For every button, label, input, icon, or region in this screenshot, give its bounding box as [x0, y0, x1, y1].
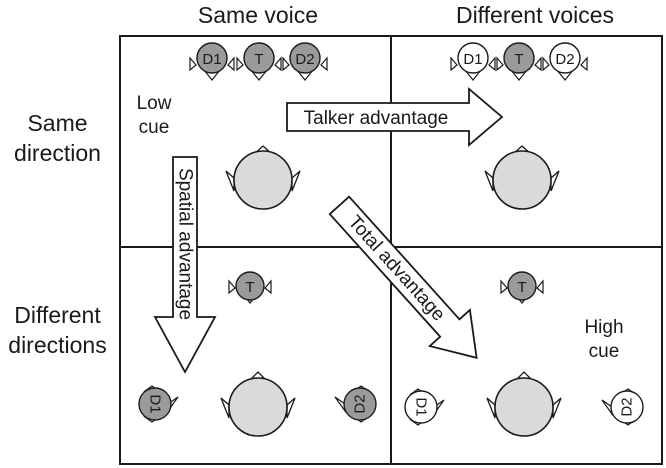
head-icon-bottom-left	[220, 371, 296, 437]
high-cue-note: High cue	[574, 316, 634, 364]
speaker-t-bottom-right: T	[500, 271, 544, 304]
speaker-t-label: T	[514, 51, 523, 68]
row-header-same-direction-line2: direction	[14, 140, 101, 166]
speaker-d2-label: D2	[555, 51, 574, 68]
low-cue-line2: cue	[138, 117, 170, 138]
spatial-advantage-label: Spatial advantage	[175, 168, 196, 320]
speaker-t-label: T	[517, 279, 526, 296]
head-icon-bottom-right	[486, 371, 562, 437]
speaker-t-top-right: T	[496, 42, 542, 81]
speaker-d1-label: D1	[147, 394, 164, 413]
speaker-t-bottom-left: T	[228, 271, 272, 304]
speaker-d1-label: D1	[202, 51, 221, 68]
row-header-different-directions: Different directions	[0, 300, 115, 360]
speaker-t-top-left: T	[236, 42, 282, 81]
speaker-d1-top-left: D1	[189, 42, 235, 81]
head-icon-top-right	[484, 145, 560, 210]
speaker-d1-label: D1	[413, 397, 430, 416]
row-header-same-direction-line1: Same	[27, 110, 88, 136]
column-header-same-voice: Same voice	[197, 2, 319, 28]
talker-advantage-label: Talker advantage	[304, 108, 449, 129]
total-advantage-arrow: Total advantage	[328, 195, 478, 359]
high-cue-line1: High	[584, 317, 624, 338]
speaker-d2-bottom-left: D2	[334, 385, 377, 423]
low-cue-line1: Low	[136, 93, 172, 114]
spatial-advantage-arrow: Spatial advantage	[153, 156, 217, 374]
speaker-t-label: T	[254, 51, 263, 68]
row-header-different-directions-line2: directions	[8, 332, 107, 358]
speaker-d2-label: D2	[619, 397, 636, 416]
speaker-d2-label: D2	[352, 394, 369, 413]
speaker-d1-top-right: D1	[450, 42, 496, 81]
head-icon-top-left	[225, 145, 301, 210]
speaker-d2-label: D2	[295, 51, 314, 68]
speaker-t-label: T	[245, 279, 254, 296]
column-header-different-voices: Different voices	[455, 2, 615, 28]
low-cue-note: Low cue	[124, 92, 184, 140]
speaker-d2-top-right: D2	[542, 42, 588, 81]
row-header-different-directions-line1: Different	[14, 302, 101, 328]
row-header-same-direction: Same direction	[0, 108, 115, 168]
speaker-d1-label: D1	[463, 51, 482, 68]
total-advantage-label: Total advantage	[344, 212, 449, 326]
speaker-d2-bottom-right: D2	[601, 388, 644, 426]
speaker-d1-bottom-left: D1	[138, 385, 179, 423]
speaker-d2-top-left: D2	[282, 42, 328, 81]
talker-advantage-arrow: Talker advantage	[286, 87, 504, 147]
high-cue-line2: cue	[588, 341, 620, 362]
speaker-d1-bottom-right: D1	[404, 388, 445, 426]
